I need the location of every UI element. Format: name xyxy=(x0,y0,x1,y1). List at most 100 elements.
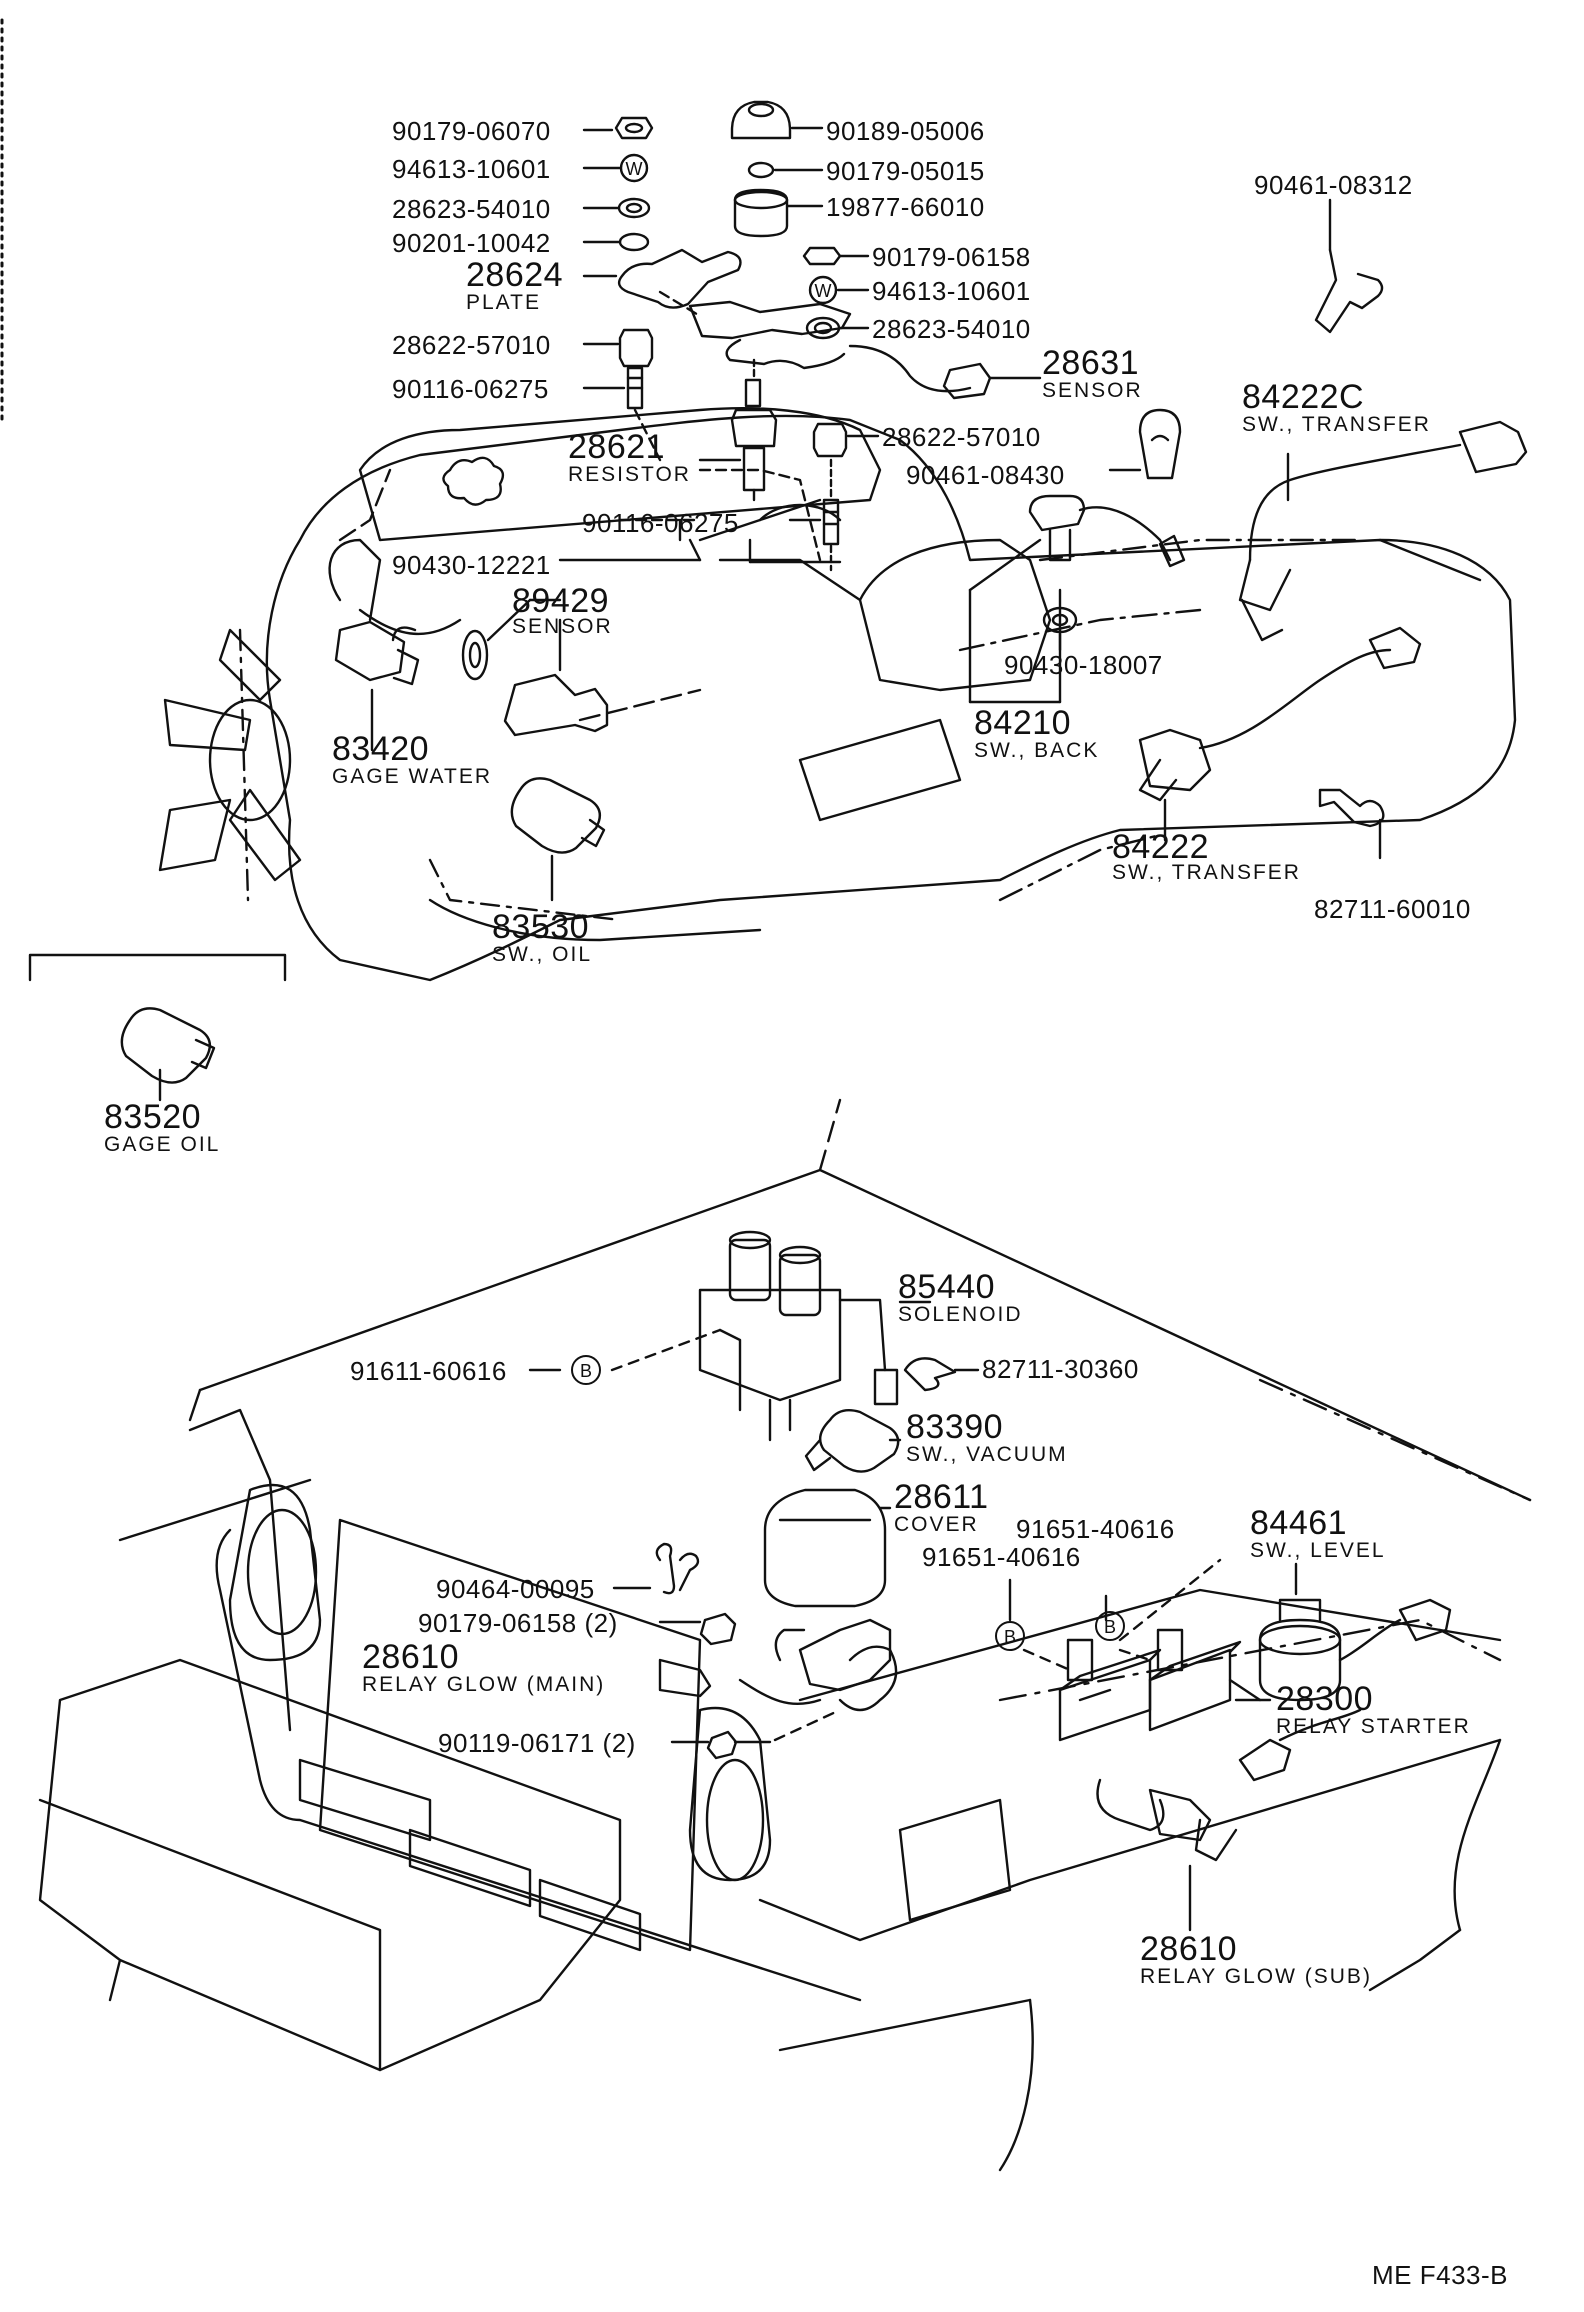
label-90464-00095: 90464-00095 xyxy=(436,1574,595,1604)
label-90179-06070: 90179-06070 xyxy=(392,116,551,146)
label-28624-desc: PLATE xyxy=(466,291,541,314)
label-82711-30360: 82711-30360 xyxy=(982,1354,1139,1384)
gauge-water-83420 xyxy=(334,620,420,752)
bolt-mark-1: B xyxy=(571,1355,601,1385)
label-90119-06171: 90119-06171 (2) xyxy=(438,1728,636,1758)
label-89429-desc: SENSOR xyxy=(512,615,613,638)
gasket-90430-18007 xyxy=(1042,606,1078,652)
label-89429: 89429 xyxy=(512,582,610,620)
sensor-89429 xyxy=(391,598,702,737)
label-28623-54010-b: 28623-54010 xyxy=(872,314,1031,344)
label-28621-desc: RESISTOR xyxy=(568,463,691,486)
washer-mark-1-text: W xyxy=(626,159,643,179)
label-28631-desc: SENSOR xyxy=(1042,379,1143,402)
label-90189-05006: 90189-05006 xyxy=(826,116,985,146)
switch-level-84461 xyxy=(1258,1562,1452,1702)
relay-starter-28300 xyxy=(1058,1628,1272,1742)
clamp-82711-30360 xyxy=(903,1357,980,1392)
cooling-fan xyxy=(158,628,302,902)
switch-84222 xyxy=(1138,626,1422,842)
oil-filler-cap xyxy=(442,456,505,506)
solenoid-85440 xyxy=(698,1230,932,1442)
label-28300: 28300 xyxy=(1276,1680,1374,1718)
washer-mark-1: W xyxy=(620,154,648,182)
label-28624: 28624 xyxy=(466,256,564,294)
relay-glow-main xyxy=(658,1618,898,1712)
label-28622-57010-a: 28622-57010 xyxy=(392,330,551,360)
label-90461-08312: 90461-08312 xyxy=(1254,170,1413,200)
label-83530-desc: SW., OIL xyxy=(492,943,593,966)
resistor-28621 xyxy=(698,358,778,502)
label-28610-sub: 28610 xyxy=(1140,1930,1238,1968)
gage-oil-83520-inset xyxy=(28,953,287,1102)
label-90201-10042: 90201-10042 xyxy=(392,228,551,258)
sensor-28631 xyxy=(658,290,1042,400)
label-90430-18007: 90430-18007 xyxy=(1004,650,1163,680)
upper-center-hardware xyxy=(730,100,870,340)
label-90179-05015: 90179-05015 xyxy=(826,156,985,186)
label-83530: 83530 xyxy=(492,908,590,946)
label-84210: 84210 xyxy=(974,704,1072,742)
lower-leader-lines xyxy=(528,1328,1262,1702)
label-28623-54010-a: 28623-54010 xyxy=(392,194,551,224)
label-84461: 84461 xyxy=(1250,1504,1348,1542)
relay-glow-sub xyxy=(1096,1708,1362,1932)
vehicle-front xyxy=(38,1098,1532,2172)
label-90179-06158-b: 90179-06158 (2) xyxy=(418,1608,618,1638)
label-94613-10601-b: 94613-10601 xyxy=(872,276,1031,306)
label-85440-desc: SOLENOID xyxy=(898,1303,1023,1326)
bolt-mark-2: B xyxy=(995,1621,1025,1651)
bolt-mark-3: B xyxy=(1095,1611,1125,1641)
label-90116-06275-b: 90116-06275 xyxy=(582,508,739,538)
label-91611-60616: 91611-60616 xyxy=(350,1356,507,1386)
label-28611: 28611 xyxy=(894,1478,989,1516)
label-83420-desc: GAGE WATER xyxy=(332,765,493,788)
cover-28611 xyxy=(763,1488,892,1608)
label-19877-66010: 19877-66010 xyxy=(826,192,985,222)
label-28621: 28621 xyxy=(568,428,666,466)
clip-82711-60010 xyxy=(1318,788,1385,860)
label-83390: 83390 xyxy=(906,1408,1004,1446)
nut-stud-lower xyxy=(748,422,880,572)
label-90116-06275-a: 90116-06275 xyxy=(392,374,549,404)
label-84222-desc: SW., TRANSFER xyxy=(1112,861,1301,884)
label-28631: 28631 xyxy=(1042,344,1140,382)
nut-90179-06158-lower xyxy=(658,1612,737,1646)
label-84222C-desc: SW., TRANSFER xyxy=(1242,413,1431,436)
label-83420: 83420 xyxy=(332,730,430,768)
label-28610-main: 28610 xyxy=(362,1638,460,1676)
bolt-mark-3-text: B xyxy=(1104,1617,1116,1637)
label-82711-60010: 82711-60010 xyxy=(1314,894,1471,924)
label-90430-12221: 90430-12221 xyxy=(392,550,551,580)
switch-84222C xyxy=(1238,420,1528,642)
label-94613-10601-a: 94613-10601 xyxy=(392,154,551,184)
label-28610-main-desc: RELAY GLOW (MAIN) xyxy=(362,1673,606,1696)
label-84222C: 84222C xyxy=(1242,378,1365,416)
label-84222: 84222 xyxy=(1112,828,1210,866)
label-28611-desc: COVER xyxy=(894,1513,979,1536)
switch-oil-83530 xyxy=(510,777,606,902)
clip-90464-00095 xyxy=(612,1542,700,1595)
label-28610-sub-desc: RELAY GLOW (SUB) xyxy=(1140,1965,1372,1988)
engine-block xyxy=(265,406,1517,982)
label-90461-08430: 90461-08430 xyxy=(906,460,1065,490)
bolt-90119-06171 xyxy=(670,1708,842,1760)
label-84461-desc: SW., LEVEL xyxy=(1250,1539,1386,1562)
label-91651-40616-b: 91651-40616 xyxy=(1016,1514,1175,1544)
washer-mark-2: W xyxy=(809,276,837,304)
bolt-mark-2-text: B xyxy=(1004,1627,1016,1647)
label-85440: 85440 xyxy=(898,1268,996,1306)
bracket-90461-08312 xyxy=(1314,198,1384,334)
clip-90461-08430 xyxy=(1108,408,1182,480)
label-84210-desc: SW., BACK xyxy=(974,739,1100,762)
label-91651-40616-a: 91651-40616 xyxy=(922,1542,1081,1572)
upper-leader-lines xyxy=(558,498,822,562)
label-83520: 83520 xyxy=(104,1098,202,1136)
label-90179-06158-a: 90179-06158 xyxy=(872,242,1031,272)
label-83390-desc: SW., VACUUM xyxy=(906,1443,1068,1466)
label-28622-57010-b: 28622-57010 xyxy=(882,422,1041,452)
label-28300-desc: RELAY STARTER xyxy=(1276,1715,1471,1738)
washer-mark-2-text: W xyxy=(815,281,832,301)
switch-vacuum-83390 xyxy=(804,1409,902,1473)
